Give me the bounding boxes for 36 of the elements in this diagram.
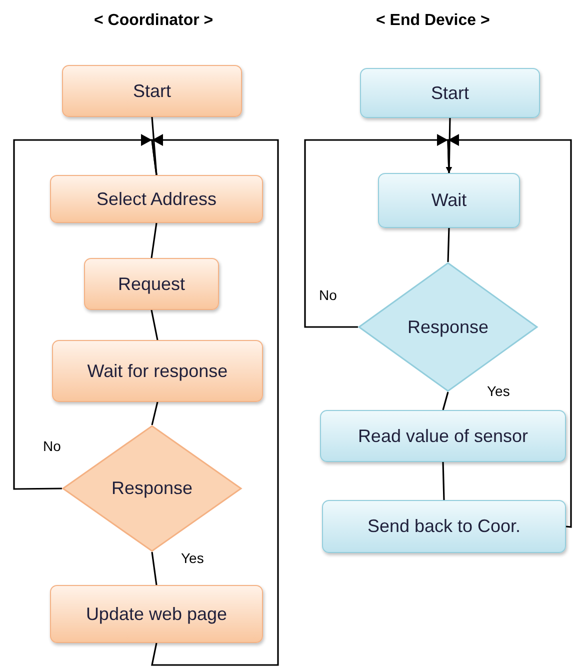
process-box [360, 68, 540, 118]
connector-line [442, 462, 445, 500]
node-label: Send back to Coor. [367, 516, 521, 537]
edge-label: No [42, 438, 62, 454]
process-box [50, 585, 263, 643]
process-box [378, 173, 520, 228]
node-label: Request [118, 274, 186, 294]
node-label: Response [407, 316, 489, 338]
connector-line [442, 392, 449, 410]
connector-line [150, 310, 158, 340]
node-label: Start [132, 80, 171, 102]
edge-label: Yes [486, 383, 511, 399]
decision-diamond [62, 425, 242, 552]
process-box [320, 410, 566, 462]
process-box [322, 500, 566, 553]
process-box [52, 340, 263, 402]
arrow [151, 134, 279, 666]
connector-line [151, 402, 158, 426]
column-heading: < Coordinator > [94, 12, 214, 30]
edge-label: No [318, 287, 338, 303]
node-label: Select Address [96, 188, 217, 210]
node-label: Response [111, 478, 193, 499]
node-label: Update web page [86, 604, 228, 624]
process-box [62, 65, 242, 117]
edge-label: Yes [180, 550, 205, 566]
process-box [84, 258, 219, 310]
node-label: Wait [431, 190, 467, 211]
connector-line [150, 222, 158, 258]
node-label: Start [430, 82, 469, 104]
connector-line [447, 228, 450, 262]
node-label: Wait for response [87, 360, 228, 382]
column-heading: < End Device > [376, 12, 490, 30]
connector-line [151, 552, 158, 586]
arrow [446, 134, 572, 528]
node-label: Read value of sensor [358, 426, 528, 446]
process-box [50, 175, 263, 223]
